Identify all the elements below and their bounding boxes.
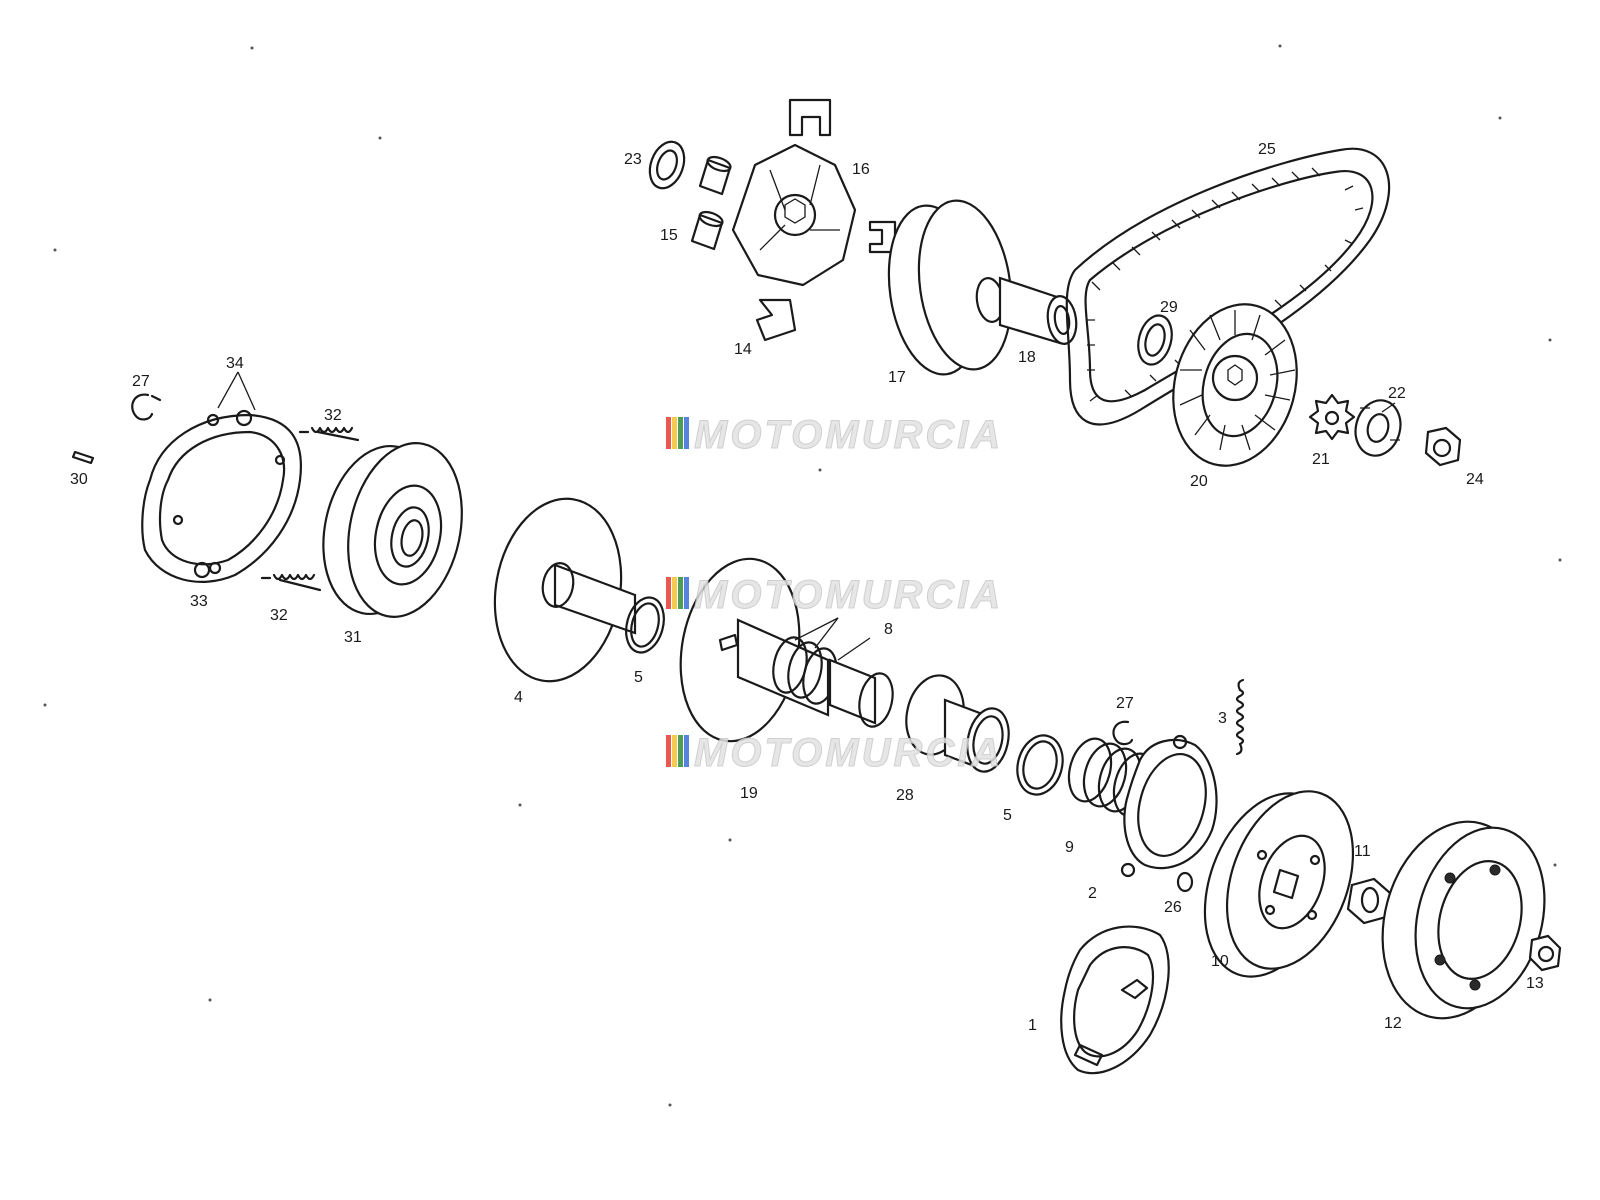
callout-30: 30 bbox=[70, 471, 88, 488]
callout-3: 3 bbox=[1218, 710, 1227, 727]
part-24-nut bbox=[1424, 426, 1462, 467]
part-5-oring-b bbox=[1016, 734, 1064, 796]
part-19-moving-pulley bbox=[679, 557, 830, 743]
part-sliders-top bbox=[788, 98, 897, 254]
callout-20: 20 bbox=[1190, 473, 1208, 490]
callout-25: 25 bbox=[1258, 141, 1276, 158]
svg-text:MOTOMURCIA: MOTOMURCIA bbox=[694, 731, 1003, 775]
callout-labels: 1 2 3 4 5 5 8 9 10 11 12 13 14 15 16 17 … bbox=[70, 141, 1544, 1034]
part-34-shoe-plate bbox=[141, 409, 302, 583]
part-30-pin bbox=[71, 450, 95, 465]
part-28-collar bbox=[905, 674, 1010, 773]
callout-16: 16 bbox=[852, 161, 870, 178]
callout-22: 22 bbox=[1388, 385, 1406, 402]
svg-text:MOTOMURCIA: MOTOMURCIA bbox=[694, 413, 1003, 457]
callout-2: 2 bbox=[1088, 885, 1097, 902]
callout-11: 11 bbox=[1354, 843, 1371, 860]
part-22-hub bbox=[1354, 399, 1402, 457]
callout-15: 15 bbox=[660, 227, 678, 244]
callout-32a: 32 bbox=[324, 407, 342, 424]
part-8-seals bbox=[772, 636, 894, 728]
part-17-pulley bbox=[887, 199, 1013, 376]
callout-29: 29 bbox=[1160, 299, 1178, 316]
scan-dots bbox=[43, 44, 1562, 1107]
part-29-washer bbox=[1137, 314, 1173, 366]
part-21-star-washer bbox=[1308, 393, 1356, 441]
part-18-bushing bbox=[998, 276, 1078, 345]
part-23-seal bbox=[648, 140, 686, 190]
part-3-spring bbox=[1235, 678, 1245, 756]
part-27-circlip-left bbox=[131, 393, 162, 421]
callout-28: 28 bbox=[896, 787, 914, 804]
part-26-bush bbox=[1176, 871, 1194, 893]
watermark-top: MOTOMURCIA bbox=[666, 413, 1003, 458]
callout-12: 12 bbox=[1384, 1015, 1402, 1032]
svg-text:MOTOMURCIA: MOTOMURCIA bbox=[694, 573, 1003, 617]
callout-5b: 5 bbox=[1003, 807, 1012, 824]
callout-9: 9 bbox=[1065, 839, 1074, 856]
callout-23: 23 bbox=[624, 151, 642, 168]
callout-21: 21 bbox=[1312, 451, 1330, 468]
callout-4: 4 bbox=[514, 689, 523, 706]
part-10-clutch bbox=[1203, 790, 1355, 978]
callout-34: 34 bbox=[226, 355, 244, 372]
callout-32b: 32 bbox=[270, 607, 288, 624]
part-2-spring-seat bbox=[1120, 734, 1218, 878]
callout-17: 17 bbox=[888, 369, 906, 386]
part-20-fan-pulley bbox=[1172, 303, 1298, 467]
part-32-springs bbox=[260, 426, 360, 592]
part-13-nut bbox=[1528, 934, 1562, 972]
callout-33: 33 bbox=[190, 593, 208, 610]
watermark-middle: MOTOMURCIA bbox=[666, 573, 1003, 618]
part-15-rollers bbox=[690, 155, 732, 251]
callout-24: 24 bbox=[1466, 471, 1484, 488]
part-27-circlip-right bbox=[1112, 720, 1134, 746]
callout-5a: 5 bbox=[634, 669, 643, 686]
callout-14: 14 bbox=[734, 341, 752, 358]
callout-26: 26 bbox=[1164, 899, 1182, 916]
callout-1: 1 bbox=[1028, 1017, 1037, 1034]
part-31-clutch-plate bbox=[322, 442, 463, 618]
part-16-ramp-plate bbox=[731, 143, 857, 287]
callout-27a: 27 bbox=[132, 373, 150, 390]
callout-13: 13 bbox=[1526, 975, 1544, 992]
callout-27b: 27 bbox=[1116, 695, 1134, 712]
watermark-bottom: MOTOMURCIA bbox=[666, 731, 1003, 776]
part-1-clutch-shoes bbox=[1060, 925, 1170, 1075]
part-4-fixed-pulley bbox=[493, 497, 637, 683]
callout-19: 19 bbox=[740, 785, 758, 802]
part-14-slider bbox=[755, 298, 797, 342]
part-12-clutch-bell bbox=[1381, 820, 1546, 1020]
leader-lines bbox=[217, 371, 1396, 661]
callout-31: 31 bbox=[344, 629, 362, 646]
callout-18: 18 bbox=[1018, 349, 1036, 366]
callout-8: 8 bbox=[884, 621, 893, 638]
callout-10: 10 bbox=[1211, 953, 1229, 970]
part-5-oring-a bbox=[625, 596, 665, 654]
